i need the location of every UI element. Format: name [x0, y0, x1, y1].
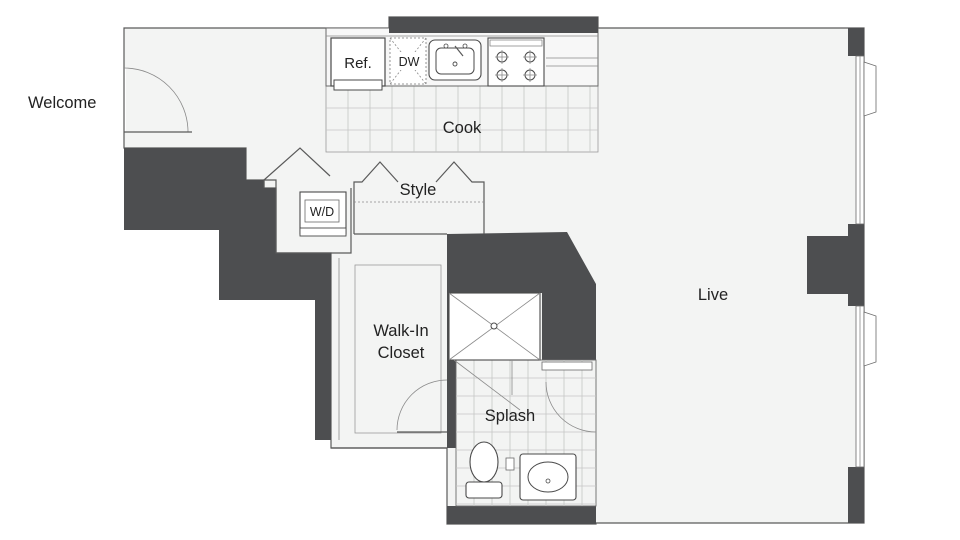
- room-label-live: Live: [698, 286, 728, 304]
- refrigerator-label: Ref.: [344, 55, 372, 72]
- room-label-cook: Cook: [443, 119, 482, 137]
- room-label-style: Style: [400, 181, 437, 199]
- walls: [124, 17, 864, 524]
- kitchen-floor-tiles: [325, 85, 599, 153]
- walk-in-closet: [331, 258, 448, 449]
- dishwasher: DW: [389, 37, 427, 85]
- bathroom-sink: [519, 453, 577, 501]
- washer-dryer-label: W/D: [310, 205, 334, 219]
- window-upper: [855, 55, 877, 225]
- style-closet: [353, 161, 485, 235]
- kitchen-sink: [428, 39, 482, 81]
- room-label-walk-in-line1: Walk-In: [373, 322, 428, 340]
- cooktop: [487, 37, 545, 87]
- window-lower: [855, 305, 877, 468]
- dishwasher-label: DW: [399, 55, 420, 69]
- room-label-splash: Splash: [485, 407, 535, 425]
- room-label-walk-in-line2: Closet: [378, 344, 425, 362]
- refrigerator: Ref.: [330, 37, 386, 91]
- entry-door: [118, 67, 192, 133]
- washer-dryer-closet: W/D: [263, 147, 352, 254]
- toilet: [465, 441, 515, 499]
- room-label-welcome: Welcome: [28, 94, 96, 112]
